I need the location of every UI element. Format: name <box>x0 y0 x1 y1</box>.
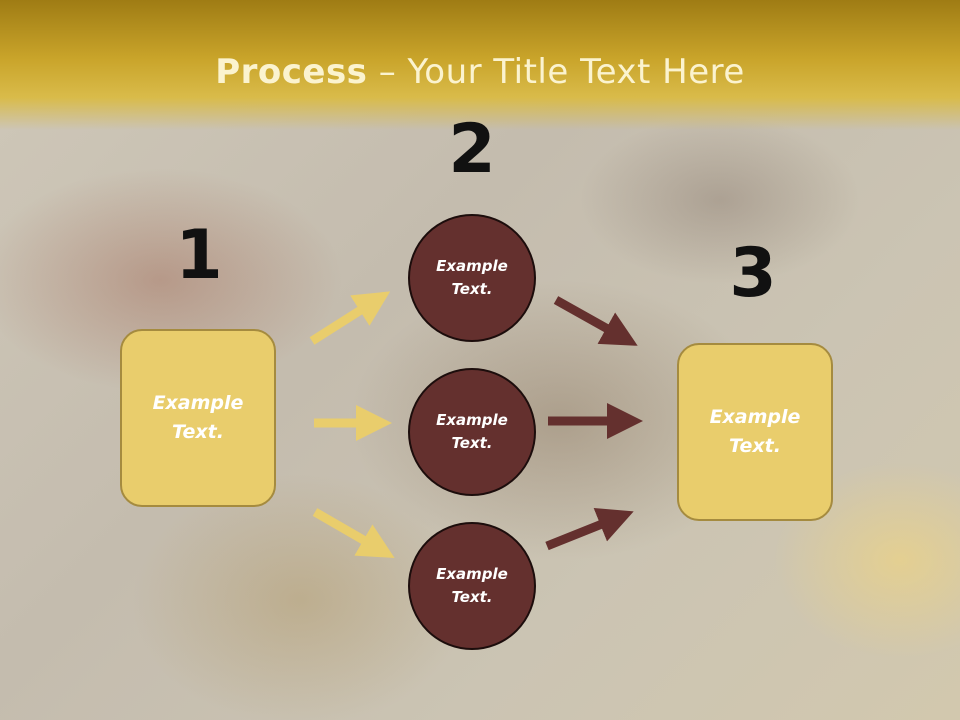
slide-title: Process – Your Title Text Here <box>0 52 960 92</box>
left-box-text: Example Text. <box>152 392 244 443</box>
right-text-box: Example Text. <box>677 343 833 521</box>
title-bold: Process <box>215 52 368 92</box>
title-rest: – Your Title Text Here <box>367 52 745 92</box>
circle-2-text: Example Text. <box>436 411 508 452</box>
circle-3: Example Text. <box>408 522 536 650</box>
circle-1: Example Text. <box>408 214 536 342</box>
title-band <box>0 0 960 130</box>
step-number-2: 2 <box>448 110 496 189</box>
circle-2: Example Text. <box>408 368 536 496</box>
arrow-to-circle-3 <box>312 508 395 559</box>
step-number-3: 3 <box>729 234 777 313</box>
arrow-from-circle-3 <box>545 507 634 551</box>
circle-1-text: Example Text. <box>436 257 508 298</box>
step-number-1: 1 <box>175 216 223 295</box>
circle-3-text: Example Text. <box>436 565 508 606</box>
left-text-box: Example Text. <box>120 329 276 507</box>
right-box-text: Example Text. <box>709 406 801 457</box>
arrow-from-circle-1 <box>553 296 638 346</box>
arrow-to-circle-1 <box>309 291 391 345</box>
